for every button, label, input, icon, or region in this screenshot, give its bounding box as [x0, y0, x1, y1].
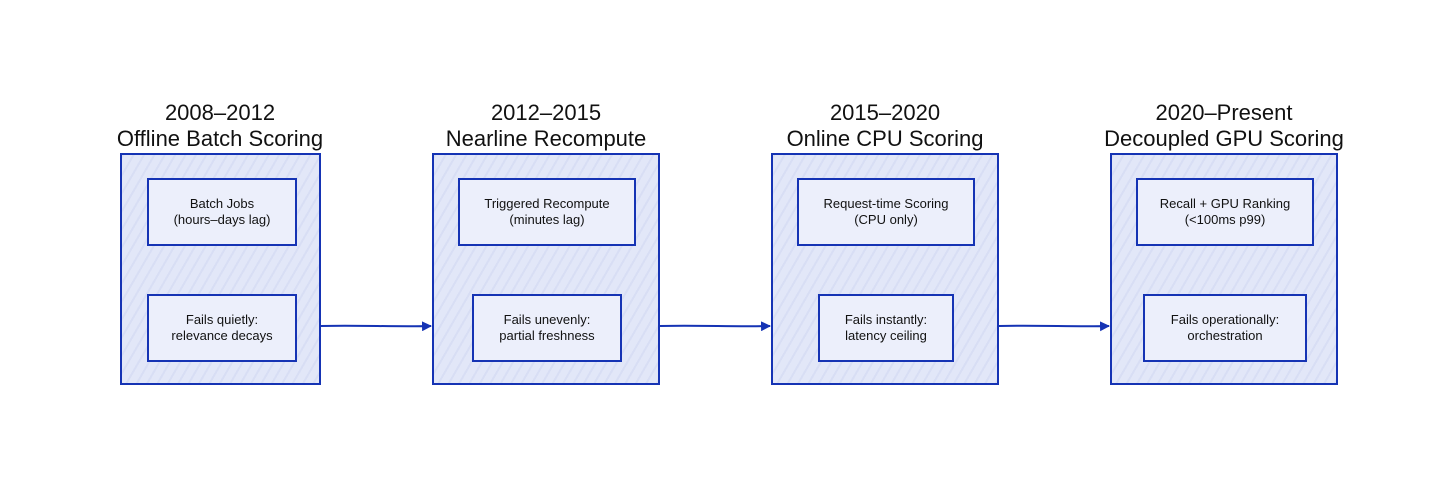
stage-3-failure-line-2: latency ceiling [845, 328, 927, 343]
stage-1-failure-line-2: relevance decays [171, 328, 273, 343]
stage-3-title: 2015–2020 Online CPU Scoring [735, 100, 1035, 152]
stage-3-failure-line-1: Fails instantly: [844, 312, 928, 327]
stage-3-mechanism-line-1: Request-time Scoring [823, 196, 949, 211]
stage-2-title: 2012–2015 Nearline Recompute [396, 100, 696, 152]
stage-4-mechanism-line-1: Recall + GPU Ranking [1159, 196, 1291, 211]
stage-2-mechanism-line-1: Triggered Recompute [484, 196, 610, 211]
stage-1-title: 2008–2012 Offline Batch Scoring [70, 100, 370, 152]
stage-3-name: Online CPU Scoring [786, 126, 984, 151]
stage-4-mechanism-line-2: (<100ms p99) [1184, 212, 1266, 227]
stage-4-mechanism-box: Recall + GPU Ranking (<100ms p99) [1136, 178, 1314, 246]
stage-2-name: Nearline Recompute [445, 126, 647, 151]
stage-2-mechanism-line-2: (minutes lag) [509, 212, 585, 227]
arrow-stage-2-to-3 [659, 321, 771, 332]
stage-2-failure-line-2: partial freshness [499, 328, 595, 343]
arrow-stage-1-to-2 [320, 321, 432, 332]
stage-2-panel: Triggered Recompute (minutes lag) Fails … [432, 153, 660, 385]
stage-2-years: 2012–2015 [490, 100, 602, 125]
stage-3-mechanism-box: Request-time Scoring (CPU only) [797, 178, 975, 246]
stage-4-name: Decoupled GPU Scoring [1104, 126, 1344, 151]
stage-4-years: 2020–Present [1155, 100, 1293, 125]
arrow-stage-3-to-4 [998, 321, 1110, 332]
stage-2-failure-line-1: Fails unevenly: [503, 312, 591, 327]
stage-4-panel: Recall + GPU Ranking (<100ms p99) Fails … [1110, 153, 1338, 385]
stage-1-failure-box: Fails quietly: relevance decays [147, 294, 297, 362]
stage-4-failure-box: Fails operationally: orchestration [1143, 294, 1307, 362]
stage-3-years: 2015–2020 [829, 100, 941, 125]
stage-1-panel: Batch Jobs (hours–days lag) Fails quietl… [120, 153, 321, 385]
stage-1-mechanism-box: Batch Jobs (hours–days lag) [147, 178, 297, 246]
stage-3-failure-box: Fails instantly: latency ceiling [818, 294, 954, 362]
stage-3-panel: Request-time Scoring (CPU only) Fails in… [771, 153, 999, 385]
stage-1-failure-line-1: Fails quietly: [185, 312, 259, 327]
stage-4-failure-line-1: Fails operationally: [1170, 312, 1280, 327]
stage-4-failure-line-2: orchestration [1187, 328, 1263, 343]
stage-2-mechanism-box: Triggered Recompute (minutes lag) [458, 178, 636, 246]
stage-1-mechanism-line-2: (hours–days lag) [173, 212, 271, 227]
stage-1-years: 2008–2012 [164, 100, 276, 125]
stage-1-name: Offline Batch Scoring [116, 126, 324, 151]
stage-3-mechanism-line-2: (CPU only) [854, 212, 918, 227]
stage-2-failure-box: Fails unevenly: partial freshness [472, 294, 622, 362]
stage-4-title: 2020–Present Decoupled GPU Scoring [1074, 100, 1374, 152]
stage-1-mechanism-line-1: Batch Jobs [189, 196, 255, 211]
